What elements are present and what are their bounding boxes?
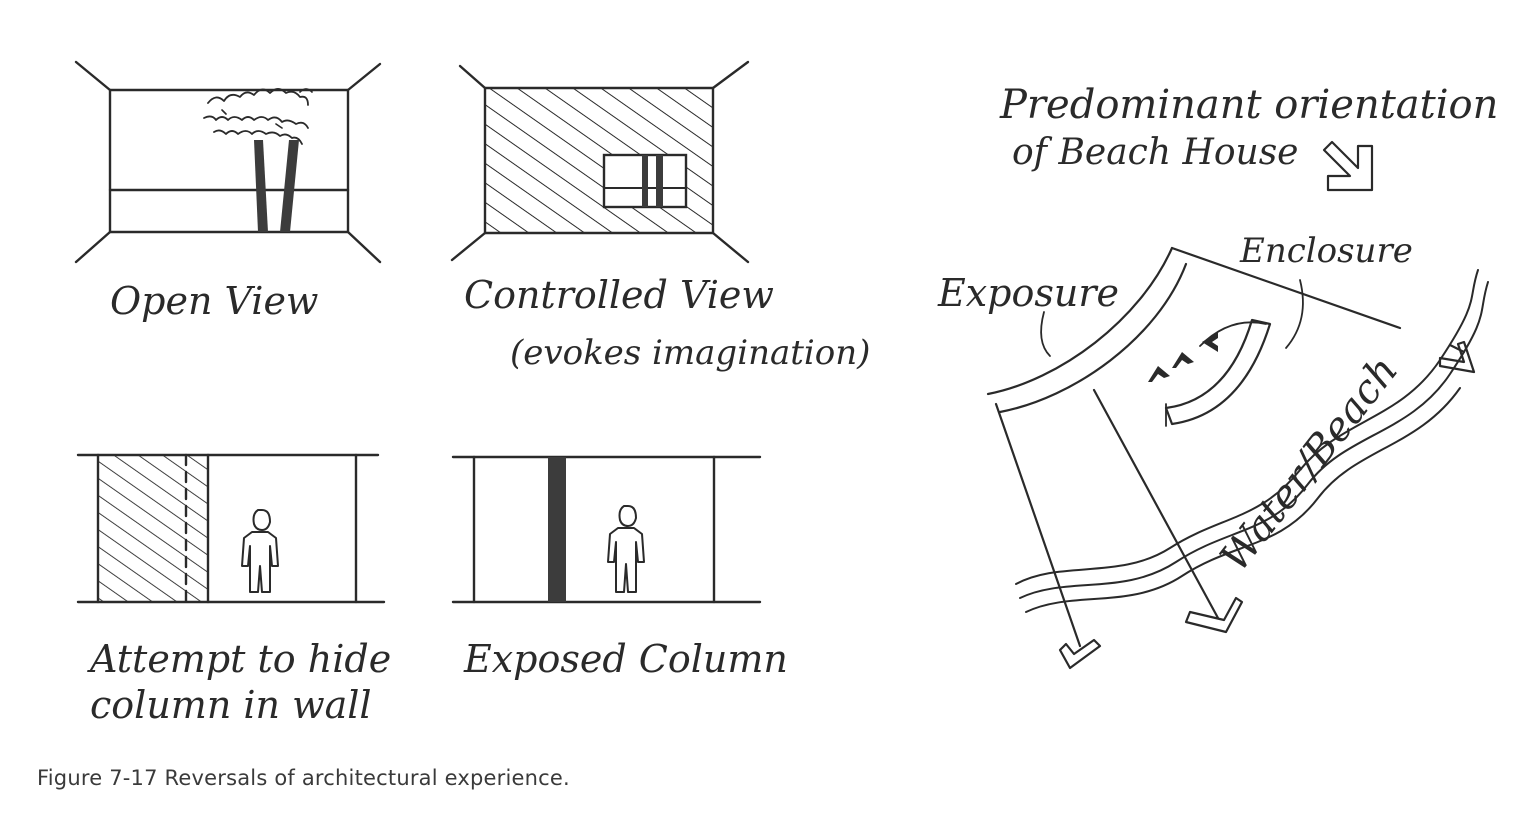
exposed-column bbox=[548, 457, 566, 602]
label-column-in-wall: column in wall bbox=[90, 683, 372, 727]
label-attempt-to-hide: Attempt to hide bbox=[87, 637, 391, 681]
label-enclosure: Enclosure bbox=[1239, 231, 1413, 271]
person-figure bbox=[241, 509, 279, 593]
label-exposure: Exposure bbox=[937, 271, 1119, 315]
chevron-left-icon bbox=[1202, 332, 1218, 352]
enclosure-arc bbox=[1148, 318, 1272, 427]
hidden-column-sketch bbox=[76, 453, 386, 604]
label-predominant-orientation: Predominant orientation bbox=[999, 82, 1498, 128]
beach-house-plan bbox=[986, 246, 1476, 670]
tree-trunk-left bbox=[254, 140, 268, 232]
chevron-up-icon bbox=[1148, 366, 1170, 382]
label-of-beach-house: of Beach House bbox=[1012, 132, 1299, 173]
water-lines bbox=[1015, 269, 1489, 613]
label-open-view: Open View bbox=[110, 279, 318, 323]
chevron-up-icon bbox=[1172, 352, 1194, 368]
open-view-sketch bbox=[74, 60, 382, 264]
tree-sketch bbox=[203, 88, 313, 232]
label-evokes-imagination: (evokes imagination) bbox=[510, 333, 870, 373]
controlled-view-sketch bbox=[450, 60, 750, 264]
label-controlled-view: Controlled View bbox=[464, 273, 774, 317]
leader-lines bbox=[1040, 279, 1304, 357]
orientation-arrow-icon bbox=[1322, 140, 1374, 192]
person-figure bbox=[607, 505, 645, 593]
figure-caption: Figure 7-17 Reversals of architectural e… bbox=[37, 766, 570, 790]
label-exposed-column: Exposed Column bbox=[463, 637, 788, 681]
tree-trunk-right bbox=[280, 140, 299, 232]
exposed-column-sketch bbox=[451, 455, 762, 604]
